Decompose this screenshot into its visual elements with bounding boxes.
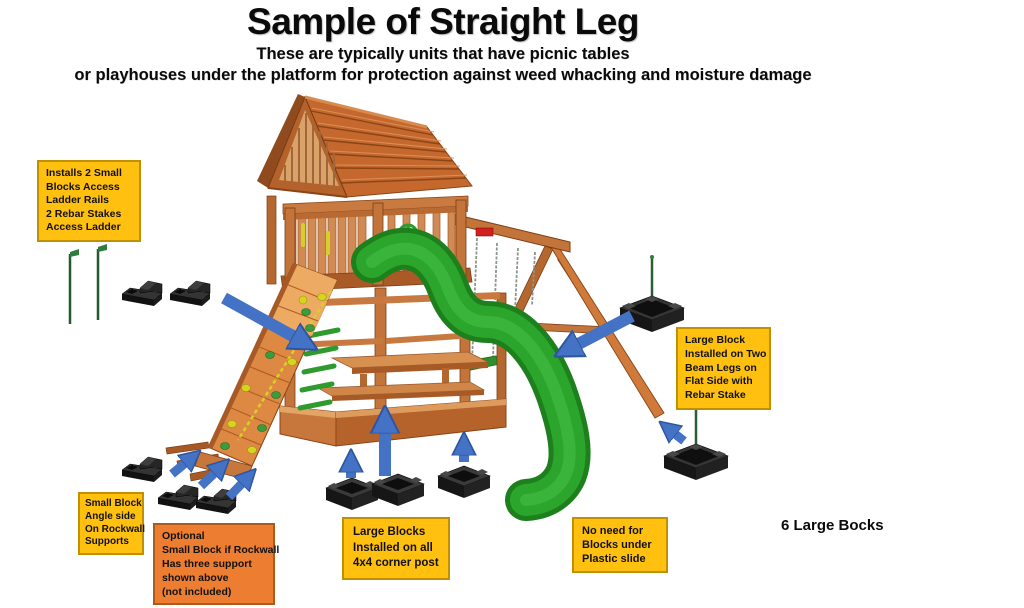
large-block: [325, 477, 379, 511]
arrow-to-rockwall-support: [169, 455, 195, 478]
page-title: Sample of Straight Leg: [247, 1, 639, 42]
small-block: [121, 280, 163, 307]
subtitle-line-1: These are typically units that have picn…: [256, 45, 630, 63]
arrow-to-rockwall-support: [197, 464, 224, 490]
gable-slats: [284, 113, 335, 186]
annotation-optional: Optional Small Block if Rockwall Has thr…: [153, 523, 279, 605]
annotation-arrows: [169, 292, 687, 501]
small-block: [169, 280, 211, 307]
annotation-access-ladder: Installs 2 Small Blocks Access Ladder Ra…: [37, 160, 141, 242]
swing-beam: [452, 213, 571, 253]
annotation-large-block-beam: Large Block Installed on Two Beam Legs o…: [676, 327, 771, 410]
climbing-rope: [236, 290, 333, 441]
large-block: [437, 465, 491, 499]
annotation-small-block-rockwall: Small Block Angle side On Rockwall Suppo…: [78, 492, 145, 556]
subtitle-line-2: or playhouses under the platform for pro…: [74, 66, 812, 84]
arrow-to-beam-leg: [563, 310, 635, 352]
large-block-pad: [663, 443, 729, 481]
roof: [257, 94, 473, 198]
rebar-stakes: [68, 244, 107, 324]
small-block: [157, 484, 199, 511]
small-block: [121, 456, 163, 483]
header: Sample of Straight Leg These are typical…: [0, 0, 886, 86]
rockwall-support: [165, 441, 210, 455]
roof-planks: [310, 110, 467, 184]
arrow-to-rockwall-support: [225, 474, 251, 501]
large-block: [371, 473, 425, 507]
large-blocks-count-note: 6 Large Bocks: [781, 517, 884, 534]
rock-wall: [165, 262, 338, 482]
climbing-holds-green: [220, 308, 315, 450]
annotation-no-blocks-slide: No need for Blocks under Plastic slide: [572, 517, 668, 573]
picnic-table: [316, 351, 490, 401]
brand-badge: [475, 227, 494, 237]
slide: [351, 227, 591, 521]
annotation-large-blocks-corner: Large Blocks Installed on all 4x4 corner…: [342, 517, 450, 580]
arrow-to-access-ladder: [221, 292, 309, 345]
arrow-to-beam-foot: [665, 426, 687, 445]
